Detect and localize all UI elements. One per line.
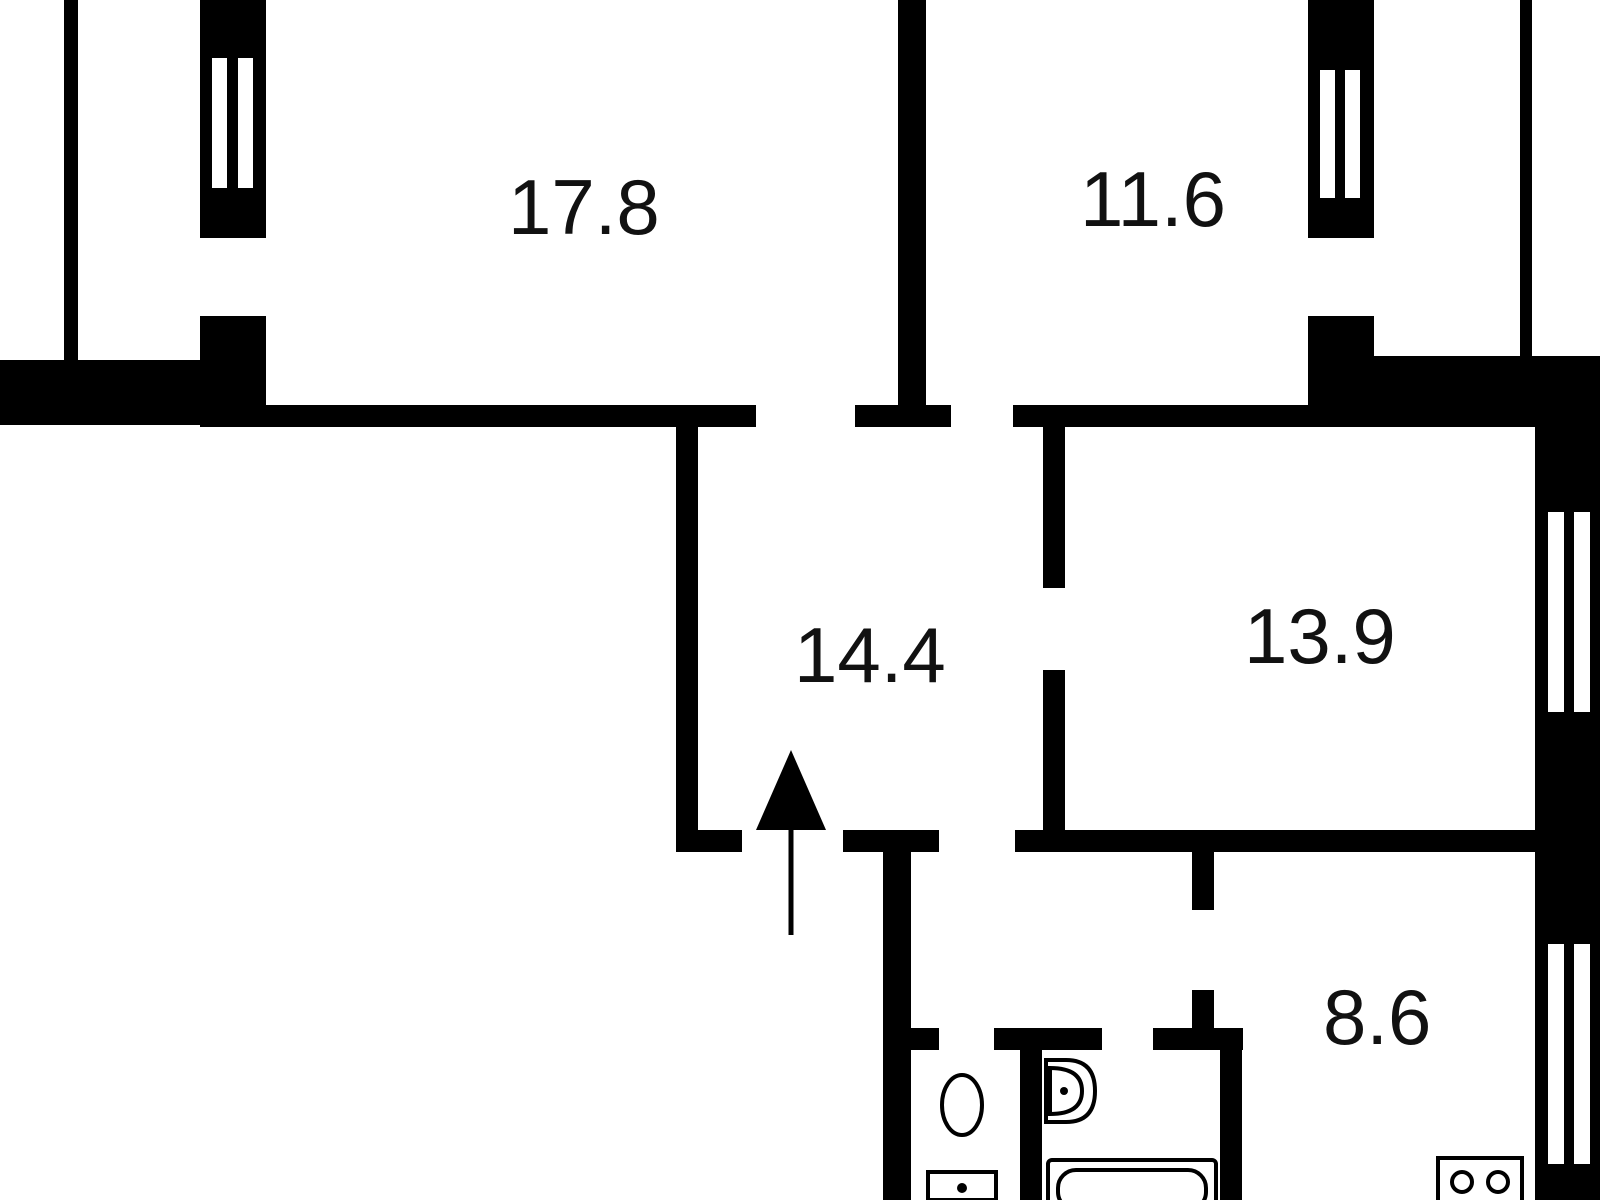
- stove-icon: [1436, 1156, 1524, 1200]
- pier-right-upper: [1308, 0, 1374, 238]
- kitchen-stub-upper: [1192, 850, 1214, 910]
- wc-top-wall: [883, 1028, 939, 1050]
- window-room1-frame: [200, 0, 266, 238]
- bath-divider: [1020, 1028, 1042, 1200]
- wall-upper-left-thin: [200, 405, 756, 427]
- corridor-wall-left: [883, 850, 911, 1200]
- kitchen-stub-lower: [1192, 990, 1214, 1040]
- window-room1-pane-a: [212, 58, 227, 188]
- partition-room3-lower: [1043, 670, 1065, 832]
- window-kitchen-pane-a: [1548, 944, 1564, 1164]
- window-room2-pane-a: [1320, 70, 1335, 198]
- room-area-label-11-6: 11.6: [1080, 155, 1226, 243]
- wall-upper-left: [0, 360, 200, 425]
- wall-upper-mid: [855, 405, 951, 427]
- toilet-icon: [926, 1073, 998, 1200]
- window-room3-pane-a: [1548, 512, 1564, 712]
- entrance-arrow: [756, 750, 826, 935]
- room-area-label-13-9: 13.9: [1244, 592, 1396, 680]
- window-room2-pane-b: [1345, 70, 1360, 198]
- bath-right-wall: [1220, 1028, 1242, 1200]
- room-area-label-8-6: 8.6: [1323, 973, 1431, 1061]
- fixtures: [926, 1058, 1524, 1200]
- room-area-label-17-8: 17.8: [508, 163, 660, 251]
- partition-room3-upper: [1043, 425, 1065, 588]
- hall-bottom-left: [676, 830, 742, 852]
- window-room1-pane-b: [238, 58, 253, 188]
- balcony-left-wall: [64, 0, 78, 362]
- pier-left-lower: [200, 316, 266, 426]
- pier-right-lower: [1308, 316, 1374, 426]
- window-kitchen-pane-b: [1574, 944, 1590, 1164]
- hall-bottom-mid: [843, 830, 939, 852]
- bathtub-icon: [1046, 1158, 1218, 1200]
- hall-bottom-right: [1015, 830, 1540, 852]
- washbasin-icon: [1044, 1058, 1098, 1124]
- room-area-label-14-4: 14.4: [794, 611, 946, 699]
- window-room3-pane-b: [1574, 512, 1590, 712]
- room-labels: 17.8 11.6 14.4 13.9 8.6: [508, 155, 1431, 1061]
- right-balcony-thin: [1520, 0, 1532, 362]
- exterior-right-wall: [1535, 356, 1600, 1200]
- hall-left-wall: [676, 425, 698, 845]
- bath-top-wall: [994, 1028, 1102, 1050]
- windows: [200, 0, 1590, 1164]
- partition-top: [898, 0, 926, 425]
